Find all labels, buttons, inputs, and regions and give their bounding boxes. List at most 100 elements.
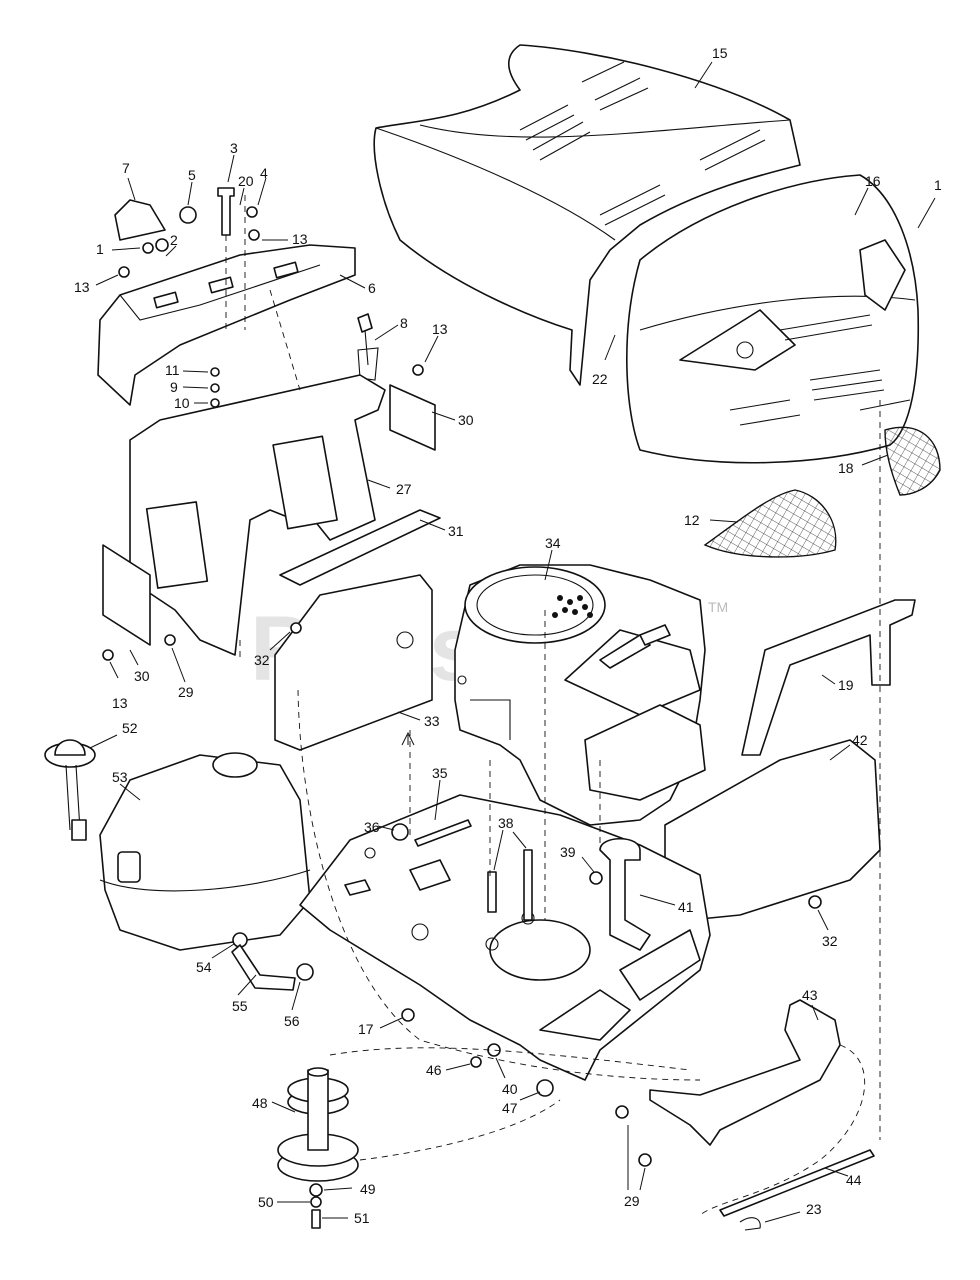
screw-part-29b bbox=[615, 1105, 629, 1119]
pulley-part-48 bbox=[277, 1067, 359, 1182]
bracket-part-31 bbox=[279, 509, 441, 586]
routing-lines bbox=[225, 195, 881, 1216]
callout-33: 33 bbox=[424, 713, 440, 729]
washer-part-9 bbox=[210, 383, 220, 393]
callout-3: 3 bbox=[230, 140, 238, 156]
callout-22: 22 bbox=[592, 371, 608, 387]
callout-16: 16 bbox=[865, 173, 881, 189]
callout-31: 31 bbox=[448, 523, 464, 539]
callout-23: 23 bbox=[806, 1201, 822, 1217]
screw-part-39 bbox=[589, 871, 603, 885]
callout-55: 55 bbox=[232, 998, 248, 1014]
screw-part-13a bbox=[248, 229, 260, 241]
screw-part-29c bbox=[638, 1153, 652, 1167]
callout-9: 9 bbox=[170, 379, 178, 395]
bolt-part-38b bbox=[523, 849, 533, 921]
screw-part-13d bbox=[102, 649, 114, 661]
grille-screen-12 bbox=[703, 489, 837, 558]
plate-part-30a bbox=[389, 384, 436, 451]
callout-27: 27 bbox=[396, 481, 412, 497]
callout-12: 12 bbox=[684, 512, 700, 528]
screw-part-32a bbox=[290, 622, 302, 634]
callout-11: 11 bbox=[165, 362, 180, 378]
callout-56: 56 bbox=[284, 1013, 300, 1029]
clamp-part-56 bbox=[296, 963, 314, 981]
switch-part-2 bbox=[155, 238, 169, 252]
callout-50: 50 bbox=[258, 1194, 274, 1210]
screw-part-32b bbox=[808, 895, 822, 909]
firewall-part-27 bbox=[129, 374, 386, 656]
callout-17: 17 bbox=[358, 1021, 374, 1037]
plate-part-30b bbox=[102, 544, 151, 646]
bolt-part-3 bbox=[217, 187, 235, 236]
callout-13: 13 bbox=[292, 231, 308, 247]
bolt-part-38a bbox=[487, 871, 497, 913]
bushing-part-36 bbox=[391, 823, 409, 841]
axle-bracket-part-43 bbox=[649, 999, 841, 1146]
callout-13: 13 bbox=[432, 321, 448, 337]
callout-54: 54 bbox=[196, 959, 212, 975]
grille-part-16 bbox=[626, 174, 920, 464]
callout-34: 34 bbox=[545, 535, 561, 551]
callout-40: 40 bbox=[502, 1081, 518, 1097]
screw-part-4 bbox=[246, 206, 258, 218]
callout-labels: 15 16 1 22 18 12 7 5 3 20 4 13 1 2 13 6 … bbox=[74, 45, 942, 1226]
screw-part-17 bbox=[401, 1008, 415, 1022]
callout-47: 47 bbox=[502, 1100, 518, 1116]
callout-29: 29 bbox=[178, 684, 194, 700]
washer-part-11 bbox=[210, 367, 220, 377]
callout-39: 39 bbox=[560, 844, 576, 860]
callout-53: 53 bbox=[112, 769, 128, 785]
rod-part-44 bbox=[719, 1149, 875, 1217]
watermark-trademark: TM bbox=[708, 599, 728, 615]
callout-42: 42 bbox=[852, 732, 868, 748]
grille-screen-18 bbox=[884, 426, 941, 496]
callout-8: 8 bbox=[400, 315, 408, 331]
callout-48: 48 bbox=[252, 1095, 268, 1111]
callout-1: 1 bbox=[96, 241, 104, 257]
callout-20: 20 bbox=[238, 173, 254, 189]
fuel-cap-part-52 bbox=[44, 739, 96, 841]
callout-1: 1 bbox=[934, 177, 942, 193]
callout-49: 49 bbox=[360, 1181, 376, 1197]
callout-7: 7 bbox=[122, 160, 130, 176]
bushing-part-47 bbox=[536, 1079, 554, 1097]
screw-part-46 bbox=[470, 1056, 482, 1068]
callout-32: 32 bbox=[822, 933, 838, 949]
fuel-line-part-55 bbox=[231, 944, 296, 991]
callout-38: 38 bbox=[498, 815, 514, 831]
hood-part-15 bbox=[373, 44, 801, 386]
bracket-part-19 bbox=[741, 599, 916, 756]
fuel-tank-part-53 bbox=[99, 752, 311, 951]
washer-part-49 bbox=[309, 1183, 323, 1197]
arrow-marker bbox=[401, 731, 415, 746]
screw-part-13c bbox=[412, 364, 424, 376]
shaft-part-35 bbox=[414, 819, 472, 847]
grommet-part-5 bbox=[179, 206, 197, 224]
lever-part-8 bbox=[357, 313, 379, 381]
callout-6: 6 bbox=[368, 280, 376, 296]
leader-lines bbox=[89, 61, 936, 1223]
callout-30: 30 bbox=[458, 412, 474, 428]
callout-35: 35 bbox=[432, 765, 448, 781]
callout-51: 51 bbox=[354, 1210, 370, 1226]
callout-18: 18 bbox=[838, 460, 854, 476]
callout-2: 2 bbox=[170, 232, 178, 248]
callout-30: 30 bbox=[134, 668, 150, 684]
callout-19: 19 bbox=[838, 677, 854, 693]
callout-10: 10 bbox=[174, 395, 190, 411]
exhaust-pipe-part-41 bbox=[599, 838, 651, 951]
callout-44: 44 bbox=[846, 1172, 862, 1188]
nut-part-10 bbox=[210, 398, 220, 408]
callout-5: 5 bbox=[188, 167, 196, 183]
callout-32: 32 bbox=[254, 652, 270, 668]
callout-46: 46 bbox=[426, 1062, 442, 1078]
panel-part-33 bbox=[274, 574, 433, 751]
callout-13: 13 bbox=[112, 695, 128, 711]
callout-15: 15 bbox=[712, 45, 728, 61]
chassis-frame bbox=[299, 794, 711, 1081]
screw-part-1a bbox=[142, 242, 154, 254]
screw-part-29a bbox=[164, 634, 176, 646]
callout-41: 41 bbox=[678, 899, 694, 915]
